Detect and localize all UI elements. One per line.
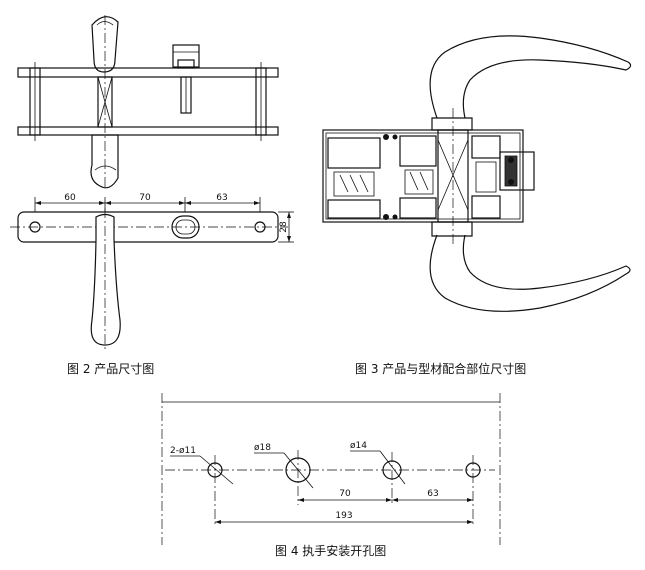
- fig4-label-2-dia11: 2-ø11: [170, 446, 196, 456]
- fig2-plate-view: 60 70 63 28: [10, 193, 294, 350]
- fig2-dim-60: 60: [64, 193, 76, 203]
- fig2-dim-70: 70: [139, 193, 151, 203]
- fig4-dim-70: 70: [339, 489, 351, 499]
- fig4-label-dia14: ø14: [350, 441, 367, 451]
- fig3-profile-section: [322, 35, 632, 312]
- fig4-dim-193: 193: [335, 511, 352, 521]
- fig2-caption: 图 2 产品尺寸图: [67, 362, 154, 376]
- fig2-dim-28: 28: [279, 221, 289, 233]
- fig4-caption: 图 4 执手安装开孔图: [275, 543, 386, 558]
- fig3-caption: 图 3 产品与型材配合部位尺寸图: [355, 361, 526, 376]
- fig4-dim-63: 63: [427, 489, 438, 499]
- fig4-label-dia18: ø18: [254, 443, 271, 453]
- fig2-side-view: [17, 15, 279, 190]
- fig4-hole-layout: 2-ø11 ø18 ø14 70 63 193: [161, 393, 501, 545]
- fig2-dim-63: 63: [216, 193, 227, 203]
